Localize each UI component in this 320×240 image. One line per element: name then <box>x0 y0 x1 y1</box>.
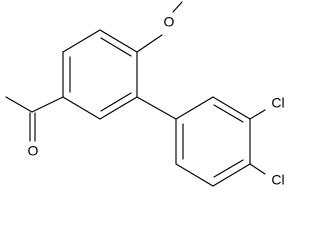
structure-canvas: O O Cl Cl <box>5 1 285 188</box>
chlorine-3-label: Cl <box>271 95 284 111</box>
chlorine-4-bond <box>249 163 266 175</box>
left-ring-bond-1 <box>99 29 138 53</box>
right-ring-double-1 <box>213 104 244 123</box>
carbonyl-oxygen-label: O <box>28 143 39 159</box>
chlorine-4-label: Cl <box>271 172 284 188</box>
left-ring-double-1 <box>100 37 132 57</box>
left-ring-double-2 <box>100 92 132 112</box>
methoxy-o-ch3-bond <box>172 1 183 13</box>
left-ring-bond-3 <box>99 96 138 120</box>
acetyl-methyl-bond <box>5 96 33 113</box>
right-ring-bond-4 <box>212 163 251 187</box>
acetyl-ring-carbonyl-bond <box>31 96 64 113</box>
right-ring-double-2 <box>213 159 244 178</box>
biaryl-bond <box>136 96 177 120</box>
chlorine-3-bond <box>249 109 266 120</box>
right-ring-bond-1 <box>175 96 214 120</box>
left-ring-bond-6 <box>62 29 101 53</box>
right-ring-bond-2 <box>212 96 251 120</box>
methoxy-c-o-bond <box>136 34 163 53</box>
methoxy-oxygen-label: O <box>164 14 175 30</box>
left-ring-bond-4 <box>62 96 101 120</box>
molecule-structure: O O Cl Cl <box>5 1 285 188</box>
right-ring-bond-5 <box>175 163 214 187</box>
